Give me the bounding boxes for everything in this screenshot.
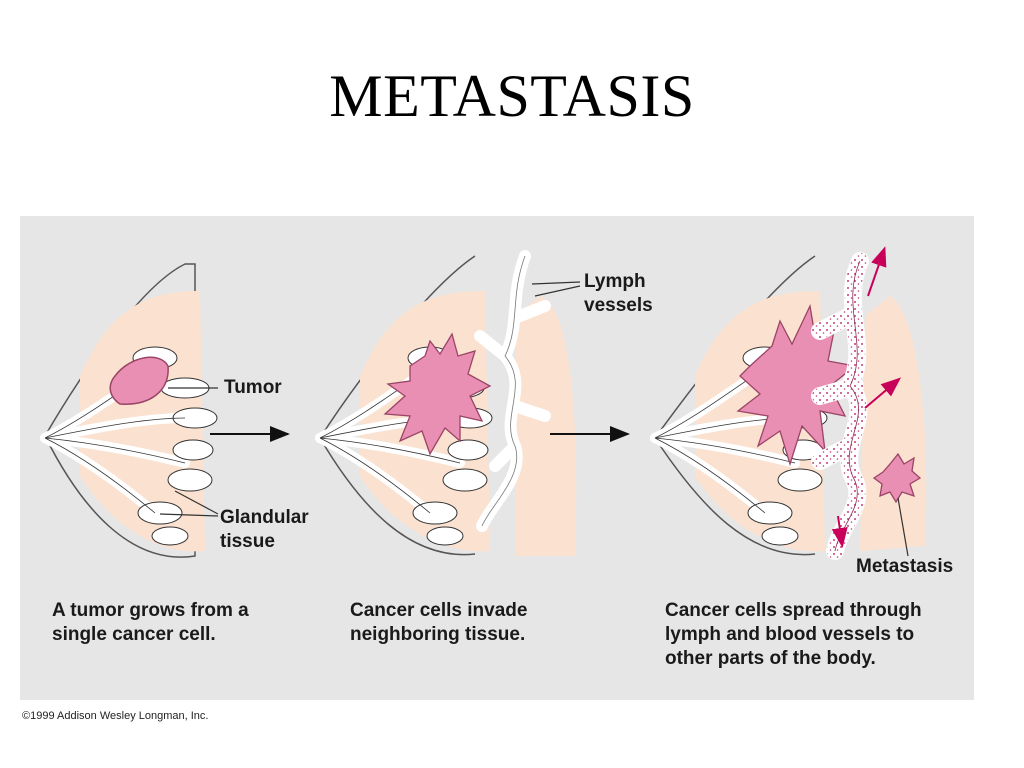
diagram-panel: Tumor Glandular tissue Lymph vessels Met… xyxy=(20,216,974,700)
glandular-tissue-label: Glandular tissue xyxy=(220,506,309,554)
caption-1-line2: single cancer cell. xyxy=(52,624,216,645)
caption-1: A tumor grows from a single cancer cell. xyxy=(52,599,249,647)
caption-3-line2: lymph and blood vessels to xyxy=(665,624,915,645)
tumor-invading-shape xyxy=(383,332,492,456)
caption-3-line3: other parts of the body. xyxy=(665,648,876,669)
caption-2-line2: neighboring tissue. xyxy=(350,624,526,645)
breast-diagram-1 xyxy=(45,263,218,558)
tumor-spreading-shape xyxy=(736,303,857,467)
lymph-label-line2: vessels xyxy=(584,295,653,316)
caption-2: Cancer cells invade neighboring tissue. xyxy=(350,599,527,647)
breast-diagram-3 xyxy=(655,246,927,560)
metastasis-label: Metastasis xyxy=(856,556,954,577)
glandular-label-line2: tissue xyxy=(220,531,275,552)
caption-3: Cancer cells spread through lymph and bl… xyxy=(665,599,922,671)
lymph-label-line1: Lymph xyxy=(584,271,646,292)
caption-3-line1: Cancer cells spread through xyxy=(665,600,922,621)
copyright-notice: ©1999 Addison Wesley Longman, Inc. xyxy=(22,710,209,722)
caption-1-line1: A tumor grows from a xyxy=(52,600,249,621)
caption-2-line1: Cancer cells invade xyxy=(350,600,528,621)
glandular-label-line1: Glandular xyxy=(220,507,309,528)
metastasis-shape xyxy=(872,452,922,504)
tumor-shape xyxy=(109,356,169,405)
tumor-label: Tumor xyxy=(224,377,282,398)
metastasis-illustration xyxy=(20,246,927,560)
breast-diagram-2 xyxy=(320,250,581,556)
lymph-vessels-label: Lymph vessels xyxy=(584,270,653,318)
slide-title: METASTASIS xyxy=(329,63,695,129)
